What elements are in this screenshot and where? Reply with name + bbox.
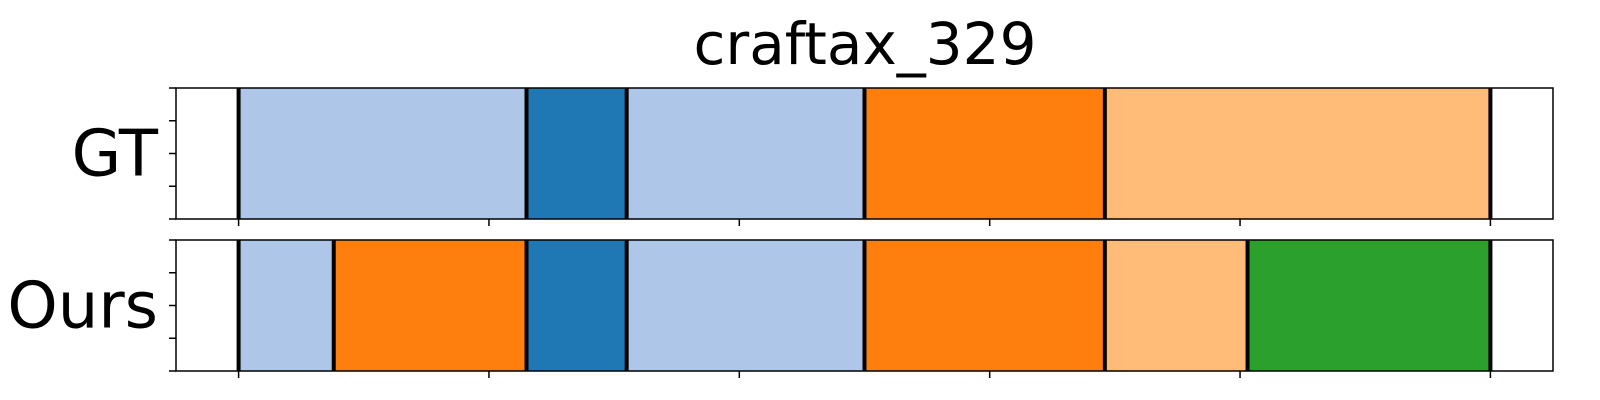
row-label-gt: GT bbox=[72, 118, 159, 192]
segment-ours-1 bbox=[333, 240, 527, 371]
segment-gt-3 bbox=[864, 88, 1105, 219]
segment-ours-4 bbox=[864, 240, 1105, 371]
row-gt: GT bbox=[72, 87, 1554, 226]
row-label-ours: Ours bbox=[7, 270, 158, 344]
segment-gt-2 bbox=[626, 88, 865, 219]
segment-ours-5 bbox=[1104, 240, 1248, 371]
segment-ours-2 bbox=[526, 240, 627, 371]
segment-ours-6 bbox=[1247, 240, 1491, 371]
segment-ours-3 bbox=[626, 240, 865, 371]
segment-ours-0 bbox=[238, 240, 334, 371]
rows-group: GT Ours bbox=[7, 87, 1554, 378]
segment-gt-1 bbox=[526, 88, 627, 219]
chart-title: craftax_329 bbox=[694, 10, 1037, 78]
segment-gt-0 bbox=[238, 88, 527, 219]
segment-gt-4 bbox=[1104, 88, 1491, 219]
row-ours: Ours bbox=[7, 239, 1554, 378]
